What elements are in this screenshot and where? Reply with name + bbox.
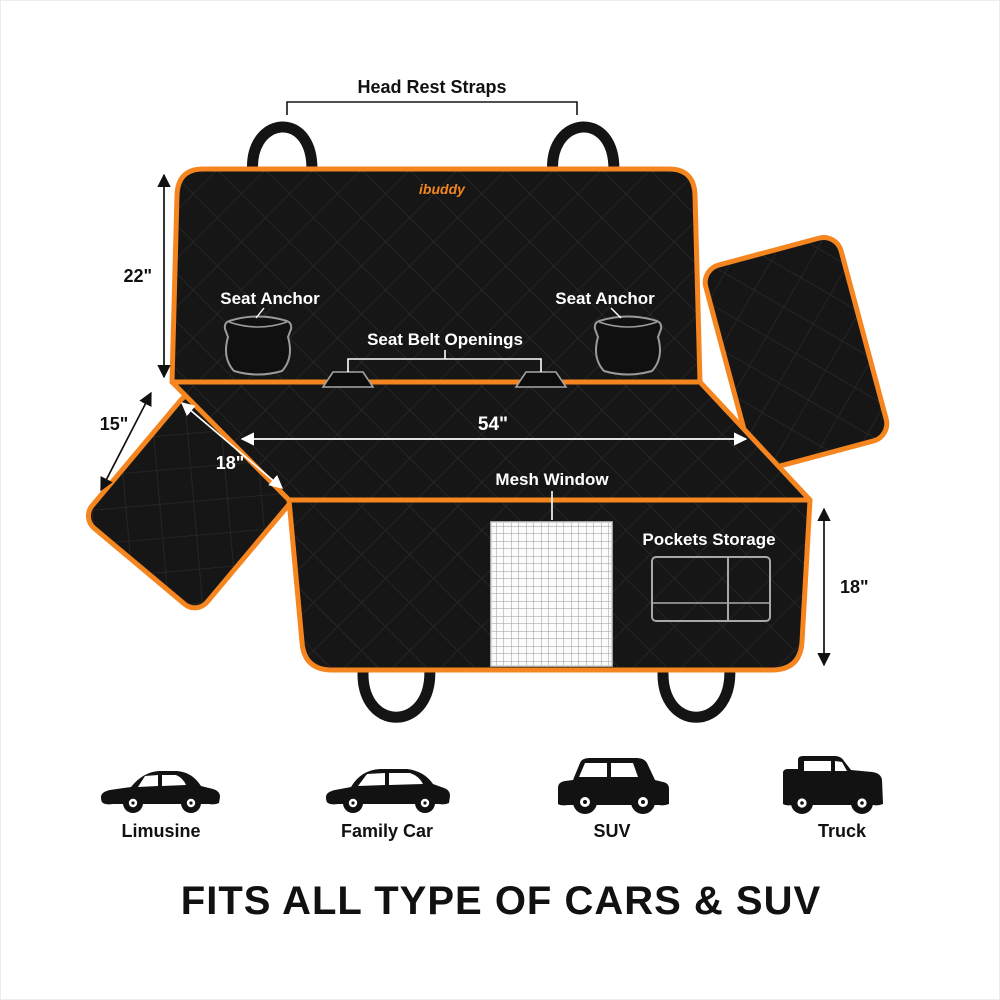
- footer-heading: FITS ALL TYPE OF CARS & SUV: [181, 879, 821, 923]
- back-panel: [169, 166, 703, 385]
- seat-anchor-right-connector: [610, 307, 622, 319]
- back-height-value: 22": [123, 266, 152, 286]
- head-rest-straps-bracket: [286, 101, 578, 115]
- storage-pockets: [651, 556, 771, 622]
- vehicle-row: Limusine Family Car SUV Truck: [101, 756, 883, 841]
- head-rest-strap-right-loop: [547, 121, 620, 187]
- vehicle-label-truck: Truck: [818, 821, 867, 841]
- bottom-strap-left-loop: [357, 655, 436, 723]
- side-flap-depth-value: 15": [100, 414, 129, 434]
- seat-belt-openings-bracket: [347, 350, 542, 372]
- head-rest-straps-label: Head Rest Straps: [357, 77, 506, 97]
- side-flap-depth-arrow: [100, 391, 152, 492]
- vehicle-label-family-car: Family Car: [341, 821, 433, 841]
- seat-anchor-left: [223, 315, 293, 376]
- seat-anchor-left-label: Seat Anchor: [220, 289, 320, 308]
- vehicle-label-suv: SUV: [593, 821, 630, 841]
- seat-belt-opening-right: [514, 371, 568, 388]
- flap-width-arrow: [180, 402, 284, 489]
- seat-belt-openings-label: Seat Belt Openings: [367, 330, 523, 349]
- side-flap-right: [702, 235, 890, 471]
- bottom-strap-right-loop: [657, 655, 736, 723]
- mesh-window-label: Mesh Window: [495, 470, 609, 489]
- callout-labels: Head Rest Straps Seat Anchor Seat Anchor…: [220, 77, 775, 549]
- flap-width-value: 18": [216, 453, 245, 473]
- seat-anchor-left-connector: [255, 307, 265, 319]
- truck-icon: [783, 756, 883, 814]
- brand-logo: ibuddy: [419, 181, 466, 197]
- sedan-car-icon: [101, 771, 220, 813]
- pockets-storage-label: Pockets Storage: [642, 530, 775, 549]
- seat-anchor-right: [593, 315, 663, 376]
- dimension-annotations: 22" 15" 18" 54" 18": [100, 173, 869, 667]
- family-car-icon: [326, 769, 450, 813]
- head-rest-strap-left-loop: [247, 121, 318, 187]
- mesh-window: [490, 521, 613, 667]
- seat-anchor-right-label: Seat Anchor: [555, 289, 655, 308]
- seat-width-value: 54": [478, 414, 508, 435]
- rear-height-value: 18": [840, 577, 869, 597]
- seat-belt-opening-left: [321, 371, 375, 388]
- suv-icon: [558, 758, 669, 814]
- vehicle-label-limousine: Limusine: [121, 821, 200, 841]
